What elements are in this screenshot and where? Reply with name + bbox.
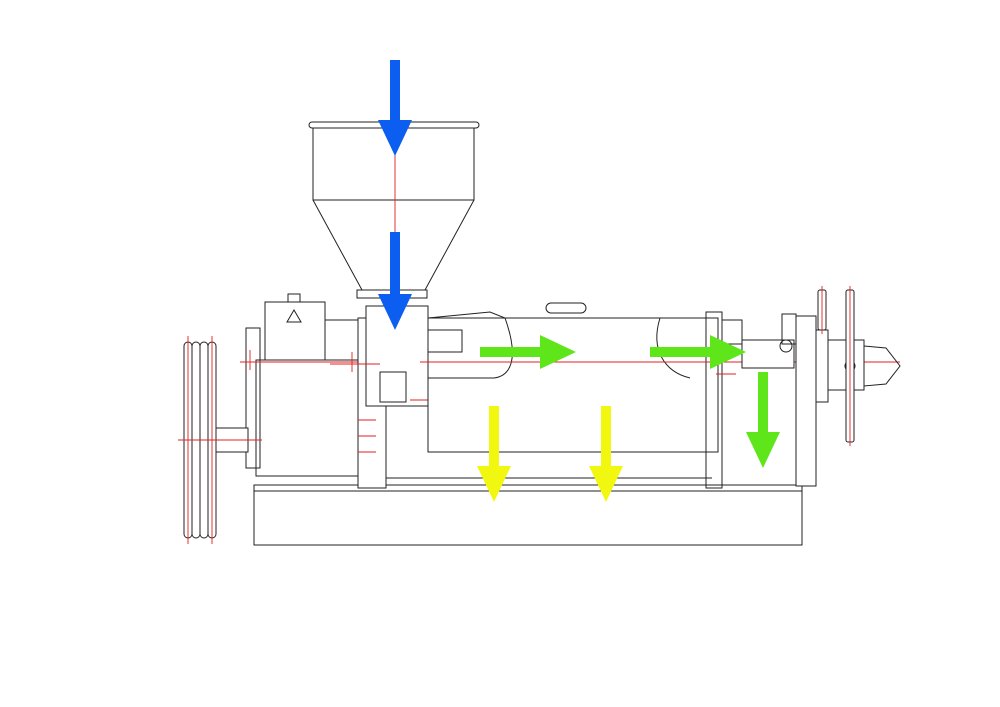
cake-outlet-cone	[741, 313, 901, 487]
v-belt-pulley	[178, 336, 262, 544]
base-frame	[253, 477, 803, 546]
pressing-arrow-1	[480, 335, 576, 369]
adjusting-handwheel	[817, 286, 855, 446]
feed-arrow-throat	[378, 232, 412, 330]
oil-arrow-2	[589, 406, 623, 502]
oil-arrow-1	[477, 406, 511, 502]
gearbox	[240, 293, 361, 477]
pressing-arrow-2	[650, 335, 746, 369]
press-cage	[420, 302, 900, 489]
cake-exit-arrow	[746, 372, 780, 468]
feed-arrow-top	[378, 60, 412, 156]
flow-arrows	[378, 60, 780, 502]
